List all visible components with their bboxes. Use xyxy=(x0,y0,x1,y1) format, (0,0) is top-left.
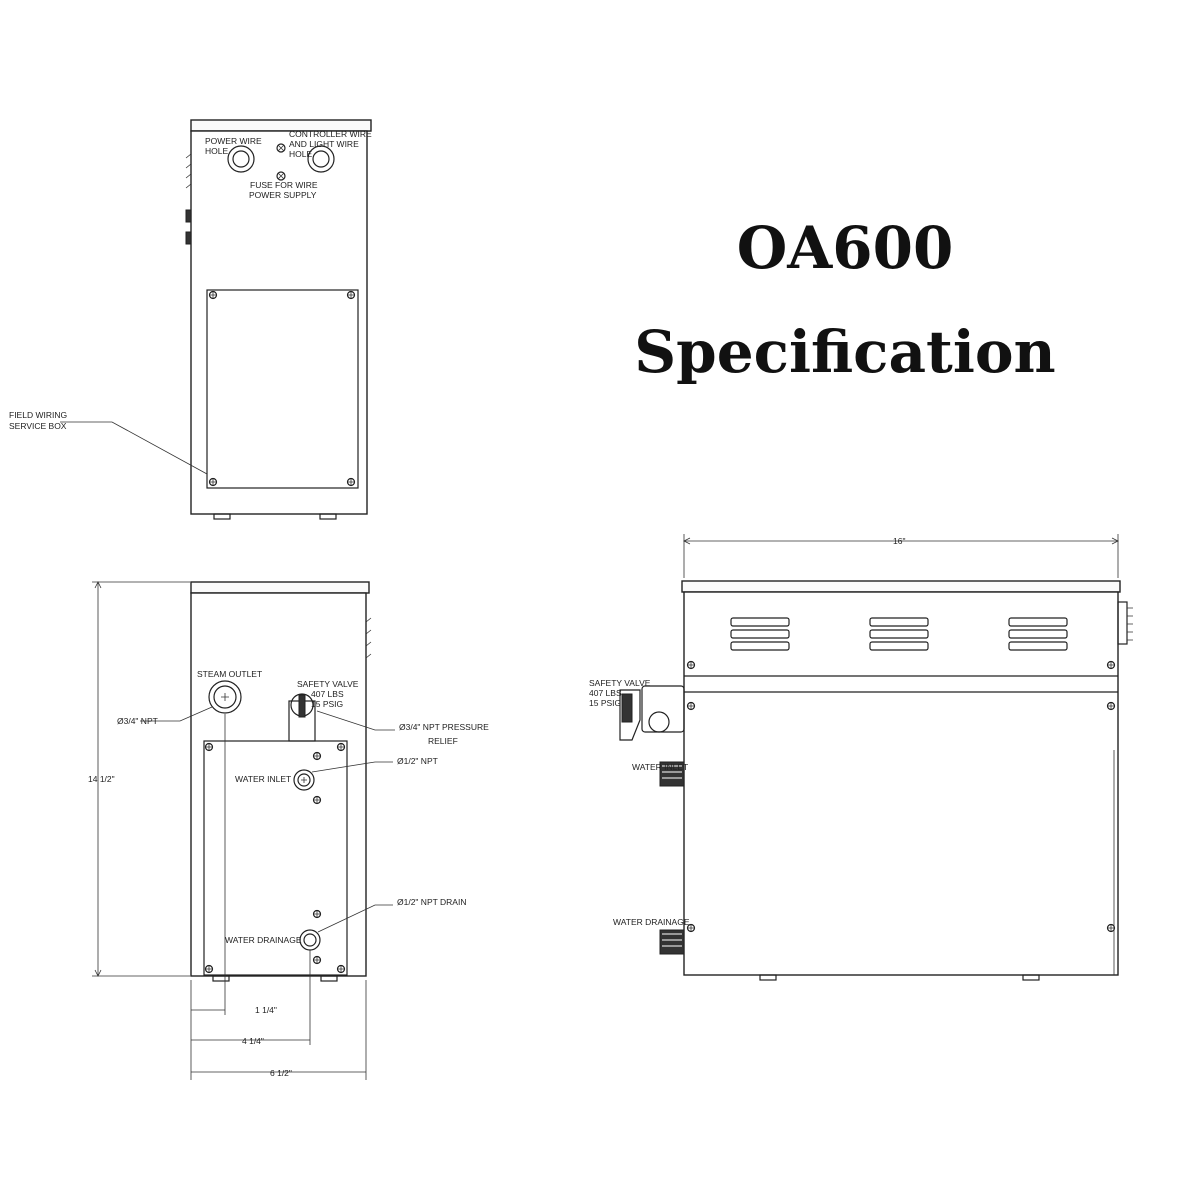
front-safety-valve-label-1: SAFETY VALVE xyxy=(297,679,359,689)
front-view-body xyxy=(190,592,367,977)
front-safety-valve-label-3: 15 PSIG xyxy=(311,699,343,709)
side-safety-valve-label-2: 407 LBS xyxy=(589,688,622,698)
top-view-body xyxy=(190,130,368,515)
top-screws-icon xyxy=(276,143,286,181)
side-water-inlet-icon xyxy=(659,761,685,787)
field-wiring-service-box xyxy=(206,289,359,489)
side-view: 16" xyxy=(589,534,1133,981)
controller-wire-label-1: CONTROLLER WIRE xyxy=(289,129,372,139)
steam-outlet-label: STEAM OUTLET xyxy=(197,669,262,679)
side-foot-left xyxy=(759,974,777,981)
side-view-body xyxy=(683,591,1119,976)
model-title: OA600 xyxy=(737,214,954,282)
front-lower-panel xyxy=(203,740,348,976)
side-vents-icon xyxy=(730,617,1068,651)
fuse-label-2: POWER SUPPLY xyxy=(249,190,317,200)
front-view-lid xyxy=(190,581,370,594)
controller-wire-label-3: HOLE xyxy=(289,149,312,159)
drain-thread-leader xyxy=(317,904,393,933)
side-safety-valve-icon xyxy=(619,685,685,741)
field-wiring-label-2: SERVICE BOX xyxy=(9,421,67,431)
spec-title: Specification xyxy=(634,318,1055,386)
height-dimension xyxy=(92,581,190,977)
side-safety-valve-label-1: SAFETY VALVE xyxy=(589,678,651,688)
side-screws-icon xyxy=(686,660,1116,933)
service-box-screws-icon xyxy=(208,290,356,487)
water-inlet-label: WATER INLET xyxy=(235,774,291,784)
top-view-foot-left xyxy=(213,513,231,520)
front-view-foot-left xyxy=(212,975,230,982)
power-wire-hole-icon xyxy=(227,145,255,173)
side-water-drainage-label: WATER DRAINAGE xyxy=(613,917,690,927)
water-inlet-icon xyxy=(293,769,315,791)
width-label: 6 1/2" xyxy=(270,1068,292,1078)
outlet-offset-label: 1 1/4" xyxy=(255,1005,277,1015)
bottom-dimensions xyxy=(190,714,367,1080)
field-wiring-leader xyxy=(60,421,208,475)
drain-offset-label: 4 1/4" xyxy=(242,1036,264,1046)
side-gland-icon xyxy=(1117,601,1133,645)
pressure-relief-label-2: RELIEF xyxy=(428,736,458,746)
drain-thread-label: Ø1/2" NPT DRAIN xyxy=(397,897,466,907)
front-panel-screws-icon xyxy=(204,742,346,974)
power-wire-label-1: POWER WIRE xyxy=(205,136,262,146)
front-view-side-vents xyxy=(365,617,372,659)
side-foot-right xyxy=(1022,974,1040,981)
side-view-band xyxy=(684,675,1118,693)
side-water-drainage-icon xyxy=(659,929,685,955)
controller-wire-label-2: AND LIGHT WIRE xyxy=(289,139,359,149)
side-water-inlet-label: WATER INLET xyxy=(632,762,688,772)
inlet-thread-label: Ø1/2" NPT xyxy=(397,756,438,766)
fuse-label-1: FUSE FOR WIRE xyxy=(250,180,318,190)
title-block: OA600 Specification xyxy=(634,214,1055,386)
steam-thread-label: Ø3/4" NPT xyxy=(117,716,158,726)
top-view: POWER WIRE HOLE CONTROLLER WIRE AND LIGH… xyxy=(9,119,372,520)
top-view-foot-right xyxy=(319,513,337,520)
height-label: 14 1/2" xyxy=(88,774,115,784)
power-wire-label-2: HOLE xyxy=(205,146,228,156)
side-safety-valve-label-3: 15 PSIG xyxy=(589,698,621,708)
water-drainage-label: WATER DRAINAGE xyxy=(225,935,302,945)
length-dimension xyxy=(683,534,1119,578)
pressure-relief-leader xyxy=(316,710,395,731)
field-wiring-label-1: FIELD WIRING xyxy=(9,410,67,420)
top-view-side-vents xyxy=(185,153,192,245)
inlet-thread-leader xyxy=(311,761,393,773)
pressure-relief-label-1: Ø3/4" NPT PRESSURE xyxy=(399,722,489,732)
side-view-lid xyxy=(681,580,1121,593)
length-label: 16" xyxy=(893,536,905,546)
front-safety-valve-label-2: 407 LBS xyxy=(311,689,344,699)
front-view: STEAM OUTLET Ø3/4" NPT SAFETY VALVE 407 … xyxy=(88,581,489,1080)
controller-wire-hole-icon xyxy=(307,145,335,173)
front-view-foot-right xyxy=(320,975,338,982)
steam-thread-leader xyxy=(140,706,213,722)
steam-outlet-icon xyxy=(208,680,242,714)
